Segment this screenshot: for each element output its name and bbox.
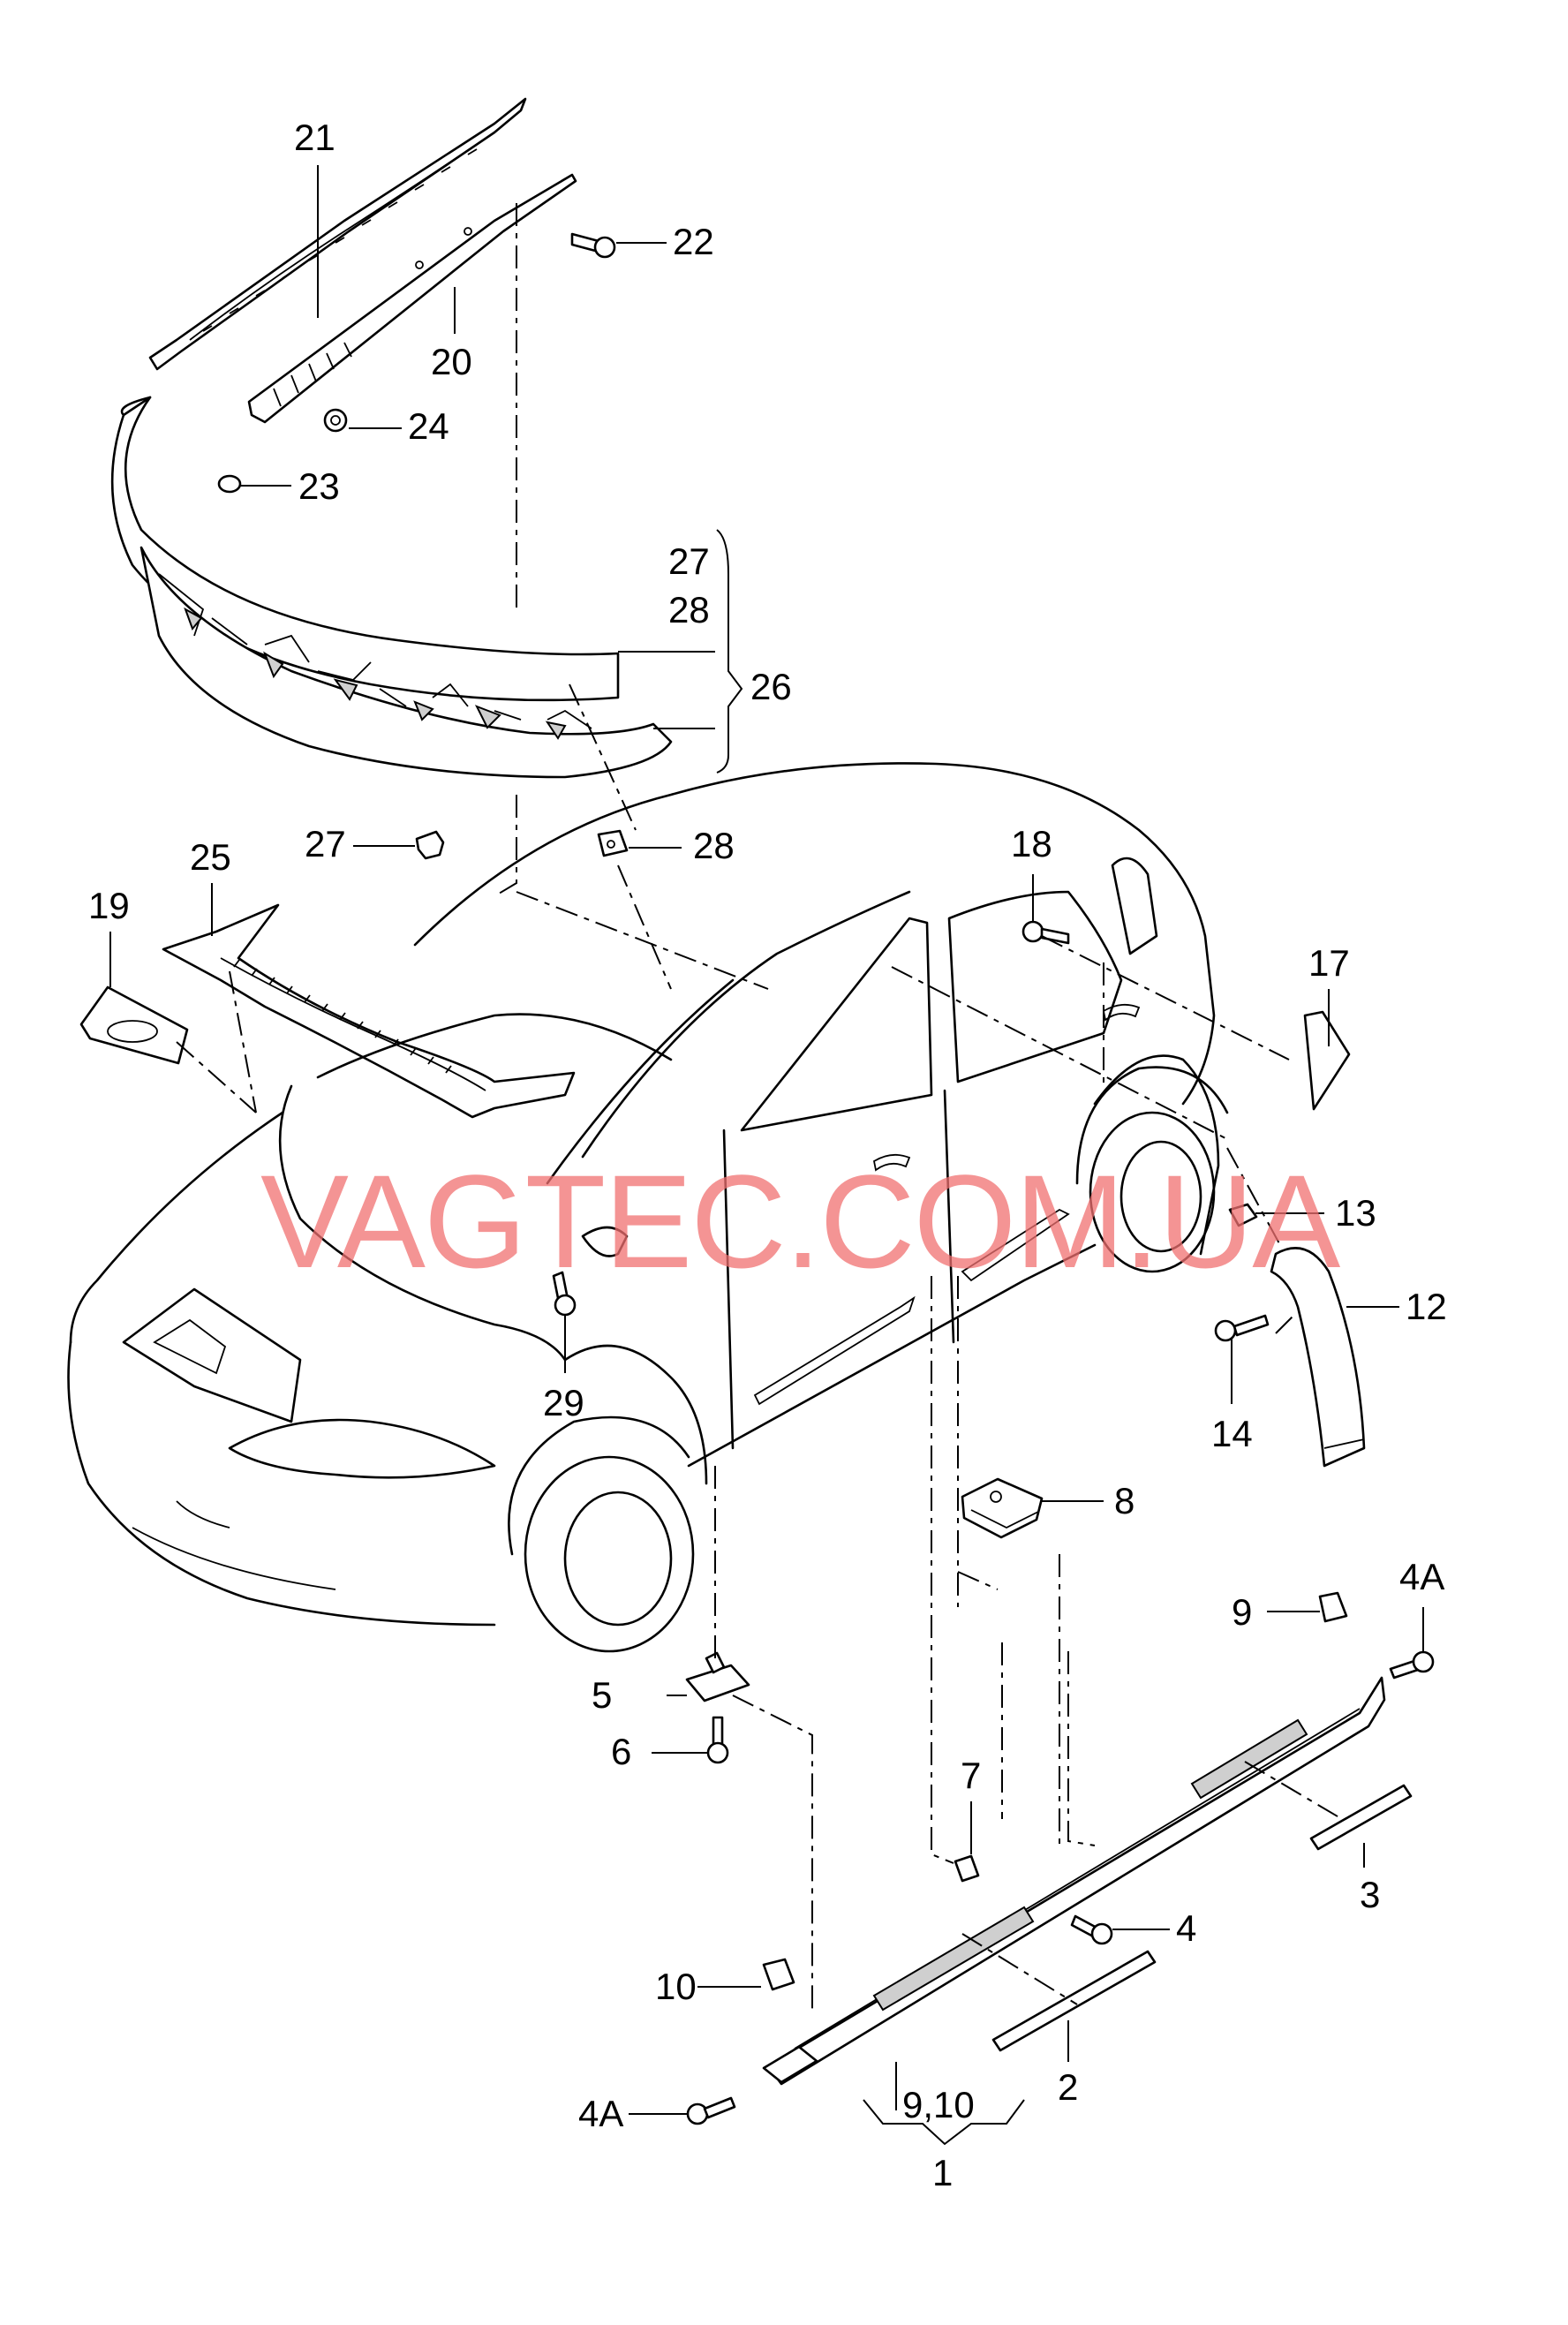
label-4: 4	[1176, 1907, 1196, 1949]
label-23: 23	[298, 465, 340, 507]
label-4a-left: 4A	[578, 2093, 623, 2134]
part-1-side-sill-trim	[762, 1676, 1386, 2086]
label-27: 27	[305, 823, 346, 864]
part-28-clip	[597, 829, 629, 857]
label-2: 2	[1058, 2066, 1078, 2108]
label-28: 28	[693, 825, 735, 866]
part-26-cowl-panel-assembly	[110, 396, 673, 779]
label-19: 19	[88, 885, 130, 926]
label-21: 21	[294, 117, 335, 158]
label-4a-right: 4A	[1399, 1556, 1444, 1597]
watermark-text: VAGTEC.COM.UA	[260, 1147, 1340, 1295]
part-25-water-deflector	[162, 903, 576, 1119]
part-7-clip	[954, 1854, 980, 1883]
part-10-clip	[762, 1958, 795, 1991]
part-19-corner-trim	[79, 985, 189, 1065]
part-23-clip	[217, 474, 242, 494]
label-5: 5	[592, 1674, 612, 1716]
part-2-protective-strip	[991, 1950, 1157, 2052]
part-21-upper-trim-strip	[148, 97, 527, 371]
label-8: 8	[1114, 1480, 1135, 1521]
part-5-mounting-bracket	[685, 1651, 750, 1702]
label-6: 6	[611, 1731, 631, 1772]
label-9: 9	[1232, 1591, 1252, 1633]
label-27-group: 27	[668, 540, 710, 582]
part-9-clip	[1318, 1591, 1348, 1623]
label-1: 1	[932, 2152, 953, 2193]
part-3-protective-strip	[1309, 1784, 1413, 1851]
part-4-screw	[1070, 1914, 1113, 1945]
label-26: 26	[750, 666, 792, 707]
leader-lines	[109, 165, 1424, 2146]
label-14: 14	[1211, 1413, 1253, 1454]
part-6-screw	[706, 1716, 729, 1764]
label-29: 29	[543, 1382, 584, 1423]
label-24: 24	[408, 405, 449, 447]
part-4a-screw-right	[1389, 1650, 1435, 1680]
label-18: 18	[1011, 823, 1052, 864]
part-22-screw	[570, 232, 616, 259]
part-8-sill-bracket	[961, 1477, 1044, 1539]
label-3: 3	[1360, 1874, 1380, 1915]
label-10: 10	[655, 1966, 697, 2007]
part-12-wheel-arch-trim	[1270, 1247, 1366, 1468]
label-7: 7	[961, 1755, 981, 1796]
car-body-outline	[67, 762, 1229, 1653]
label-20: 20	[431, 341, 472, 382]
label-25: 25	[190, 836, 231, 878]
part-20-cowl-bracket-strip	[247, 173, 577, 424]
label-17: 17	[1308, 942, 1350, 984]
part-27-clip	[415, 830, 445, 860]
label-12: 12	[1406, 1286, 1447, 1327]
part-24-clip	[323, 408, 348, 433]
callout-labels: 21 22 20 24 23 27 28 26 27 28 25 19 18 1…	[88, 117, 1447, 2193]
part-4a-screw-left	[686, 2096, 736, 2125]
label-9-10: 9,10	[902, 2084, 975, 2125]
part-17-triangular-trim	[1303, 1010, 1351, 1111]
part-18-screw	[1021, 920, 1070, 945]
assembly-guide-lines	[176, 203, 1343, 2013]
label-22: 22	[673, 221, 714, 262]
part-13-clip	[1228, 1203, 1258, 1227]
label-13: 13	[1335, 1192, 1376, 1234]
part-29-screw	[552, 1271, 577, 1317]
label-28-group: 28	[668, 589, 710, 630]
part-14-screw	[1214, 1314, 1270, 1342]
